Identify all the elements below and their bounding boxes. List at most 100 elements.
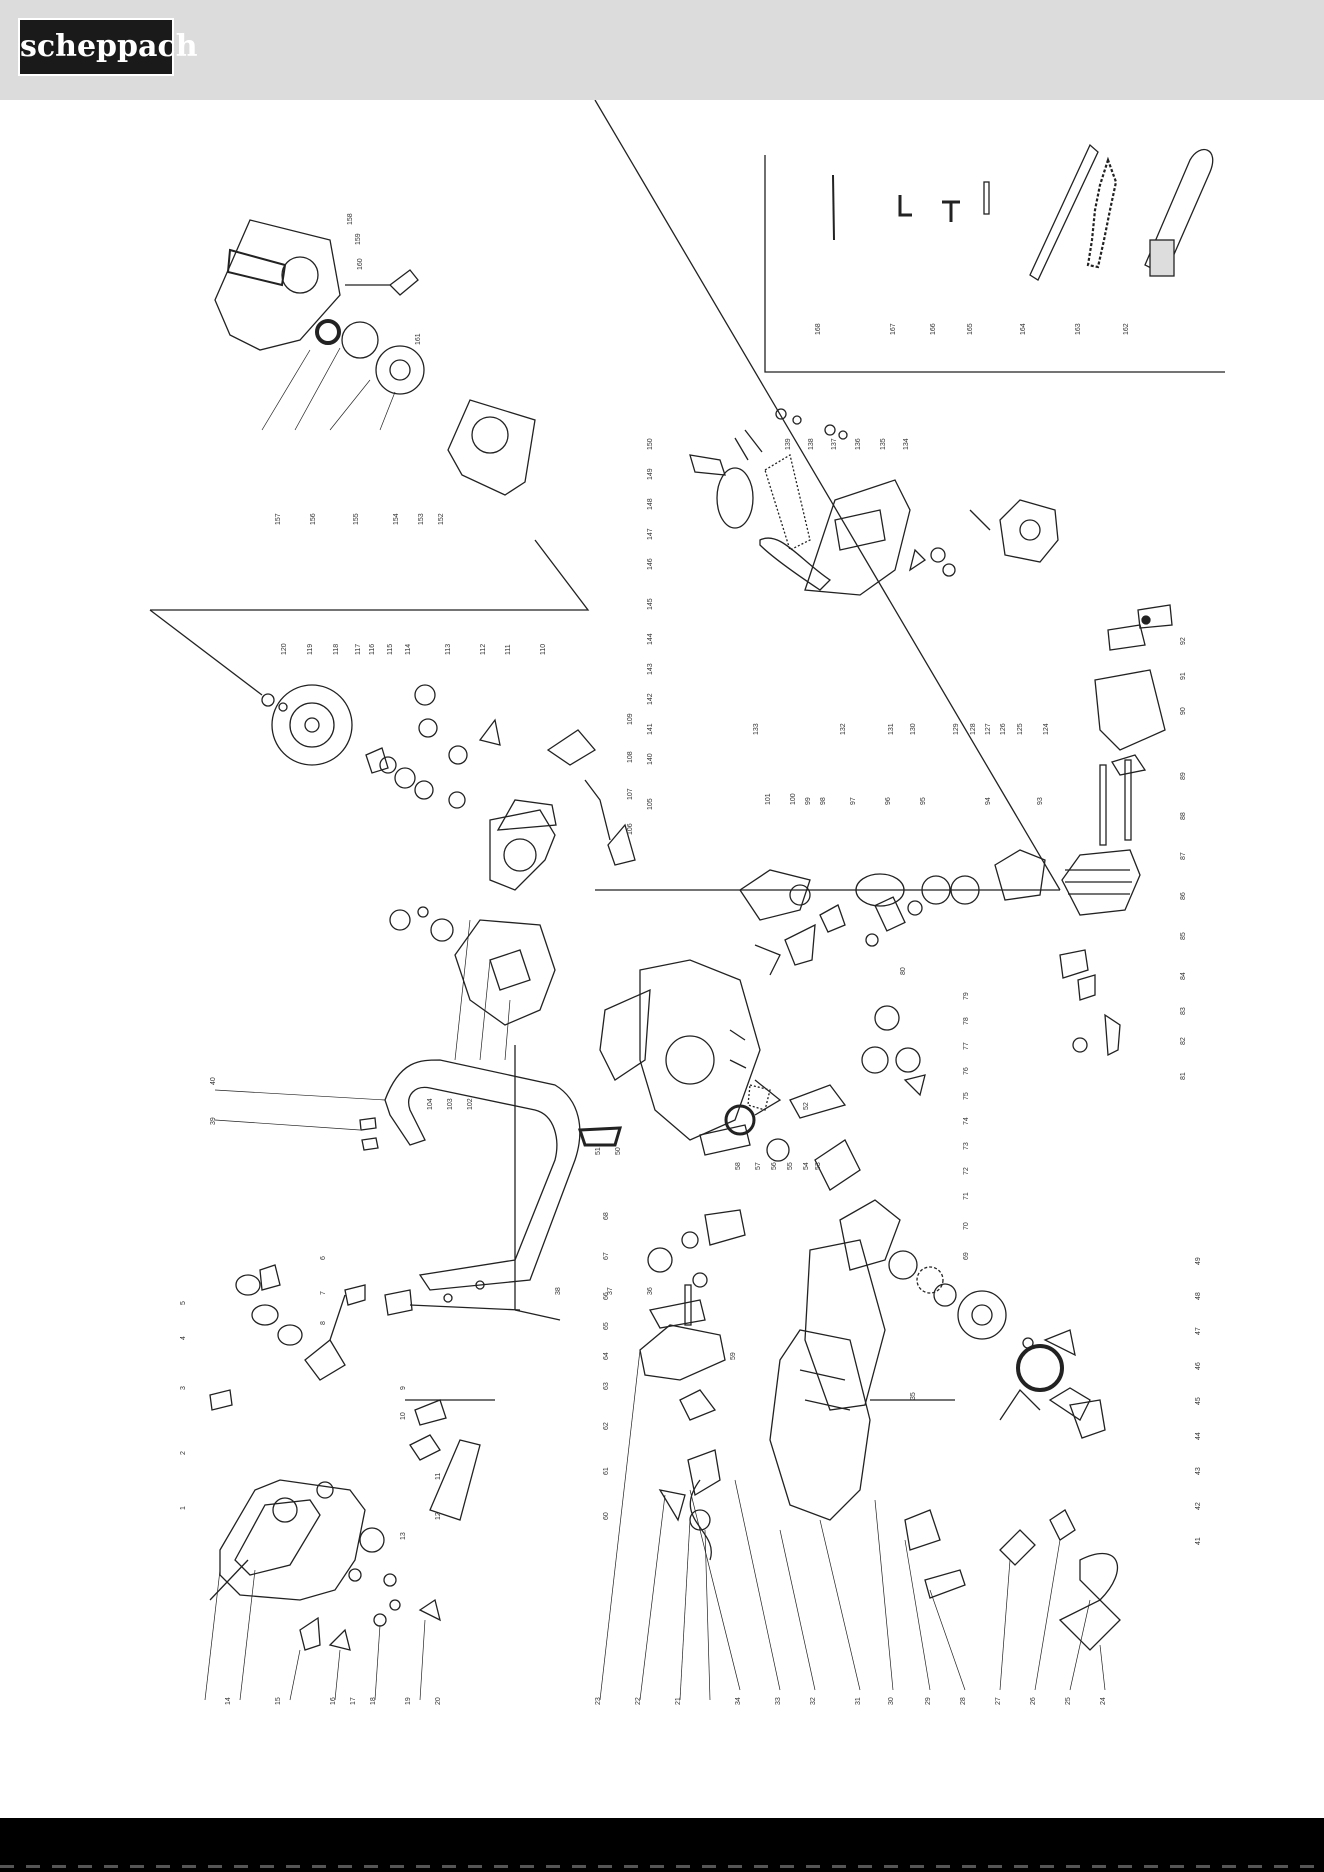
part-label: 92: [1180, 637, 1187, 645]
part-label: 109: [627, 713, 634, 725]
part-label: 131: [888, 723, 895, 735]
part-label: 62: [603, 1422, 610, 1430]
part-label: 153: [418, 513, 425, 525]
part-label: 87: [1180, 852, 1187, 860]
part-label: 90: [1180, 707, 1187, 715]
part-label: 11: [435, 1473, 442, 1480]
part-label: 149: [647, 468, 654, 480]
part-label: 118: [333, 644, 340, 655]
part-label: 80: [900, 967, 907, 975]
part-label: 95: [920, 797, 927, 805]
part-label: 30: [888, 1697, 895, 1705]
part-label: 26: [1030, 1697, 1037, 1705]
footer-decoration: [0, 1865, 1324, 1868]
part-label: 14: [225, 1697, 232, 1705]
part-label: 4: [180, 1336, 187, 1340]
part-label: 23: [595, 1697, 602, 1705]
part-label: 144: [647, 633, 654, 645]
part-label: 10: [400, 1412, 407, 1420]
tank-group: [209, 1045, 561, 1651]
part-label: 127: [985, 723, 992, 735]
part-label: 47: [1195, 1327, 1202, 1335]
part-label: 32: [810, 1697, 817, 1705]
part-label: 39: [210, 1117, 217, 1125]
part-label: 28: [960, 1697, 967, 1705]
part-label: 111: [505, 644, 512, 655]
part-label: 103: [447, 1098, 454, 1110]
part-label: 83: [1180, 1007, 1187, 1015]
part-label: 104: [427, 1098, 434, 1110]
part-label: 52: [803, 1102, 810, 1110]
part-label: 22: [635, 1697, 642, 1705]
part-label: 17: [350, 1697, 357, 1705]
engine-group: [594, 99, 1173, 1057]
part-label: 54: [803, 1162, 810, 1170]
part-label: 48: [1195, 1292, 1202, 1300]
part-label: 166: [930, 323, 937, 335]
part-label: 79: [963, 992, 970, 1000]
part-label: 73: [963, 1142, 970, 1150]
part-label: 120: [281, 643, 288, 655]
part-label: 114: [405, 644, 412, 655]
part-label: 71: [963, 1192, 970, 1200]
part-label: 110: [540, 644, 547, 655]
part-label: 137: [831, 438, 838, 450]
part-label: 132: [840, 723, 847, 735]
part-label: 51: [595, 1147, 602, 1155]
part-label: 7: [320, 1291, 327, 1295]
part-label: 89: [1180, 772, 1187, 780]
chain-brake-group: [689, 408, 1059, 596]
part-label: 31: [855, 1697, 862, 1705]
part-label: 143: [647, 663, 654, 675]
part-label: 3: [180, 1386, 187, 1390]
part-label: 72: [963, 1167, 970, 1175]
part-label: 45: [1195, 1397, 1202, 1405]
part-label: 70: [963, 1222, 970, 1230]
part-label: 167: [890, 323, 897, 335]
part-label: 2: [180, 1451, 187, 1455]
part-label: 84: [1180, 972, 1187, 980]
flywheel-group: [261, 684, 636, 1026]
part-label: 105: [647, 798, 654, 810]
part-label: 75: [963, 1092, 970, 1100]
part-label: 15: [275, 1697, 282, 1705]
page-footer: [0, 1818, 1324, 1872]
part-label: 43: [1195, 1467, 1202, 1475]
part-label: 1: [180, 1506, 187, 1510]
part-label: 136: [855, 438, 862, 450]
part-label: 135: [880, 438, 887, 450]
part-number-labels: 168 167 166 165 164 163 162 158 159 160 …: [180, 213, 1202, 1705]
handle-group: [359, 1059, 1121, 1651]
part-label: 113: [445, 644, 452, 655]
part-label: 126: [1000, 723, 1007, 735]
part-label: 35: [910, 1392, 917, 1400]
part-label: 64: [603, 1352, 610, 1360]
part-label: 157: [275, 513, 282, 525]
part-label: 60: [603, 1512, 610, 1520]
part-label: 49: [1195, 1257, 1202, 1265]
part-label: 82: [1180, 1037, 1187, 1045]
part-label: 91: [1180, 672, 1187, 680]
part-label: 93: [1037, 797, 1044, 805]
part-label: 119: [307, 644, 314, 655]
part-label: 128: [970, 723, 977, 735]
part-label: 50: [615, 1147, 622, 1155]
part-label: 56: [771, 1162, 778, 1170]
part-label: 25: [1065, 1697, 1072, 1705]
clutch-group: [888, 1250, 1106, 1439]
part-label: 58: [735, 1162, 742, 1170]
part-label: 130: [910, 723, 917, 735]
part-label: 168: [815, 323, 822, 335]
part-label: 152: [438, 513, 445, 525]
part-label: 150: [647, 438, 654, 450]
part-label: 27: [995, 1697, 1002, 1705]
page-header: scheppach: [0, 0, 1324, 100]
part-label: 108: [627, 751, 634, 763]
part-label: 46: [1195, 1362, 1202, 1370]
part-label: 8: [320, 1321, 327, 1325]
part-label: 66: [603, 1292, 610, 1300]
part-label: 61: [603, 1467, 610, 1475]
part-label: 148: [647, 498, 654, 510]
part-label: 125: [1017, 723, 1024, 735]
part-label: 65: [603, 1322, 610, 1330]
